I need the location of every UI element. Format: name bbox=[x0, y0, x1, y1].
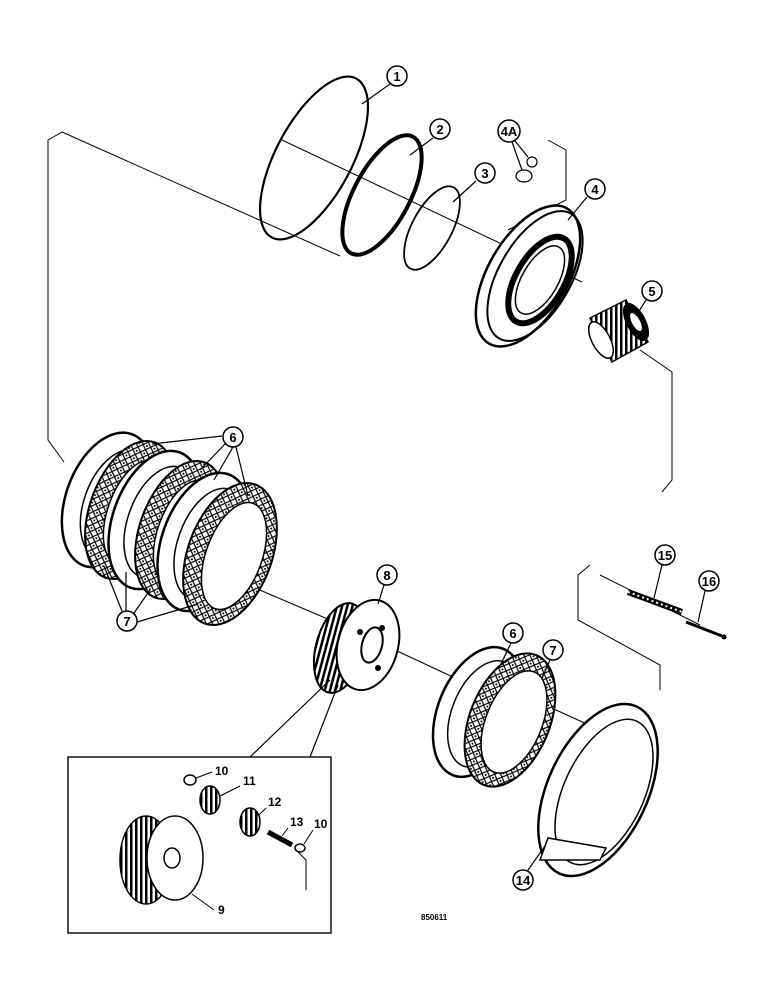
callout-2: 2 bbox=[409, 118, 451, 156]
svg-text:5: 5 bbox=[648, 284, 655, 299]
inset-labels: 10 11 12 13 10 9 bbox=[191, 764, 328, 917]
seal-ring-2 bbox=[340, 133, 424, 257]
center-line-clutch bbox=[254, 587, 331, 621]
callout-6-right: 6 bbox=[499, 622, 524, 667]
callout-6-left: 6 bbox=[151, 426, 249, 497]
carrier-assembly-8 bbox=[312, 598, 401, 694]
clutch-pack-left bbox=[60, 431, 278, 627]
inset-label-13: 13 bbox=[290, 815, 304, 829]
callout-7-left: 7 bbox=[103, 565, 199, 632]
clutch-pack-right bbox=[431, 645, 557, 788]
callout-15: 15 bbox=[653, 544, 676, 599]
inset-label-9: 9 bbox=[218, 903, 225, 917]
svg-text:3: 3 bbox=[481, 166, 488, 181]
spring-15 bbox=[626, 589, 684, 615]
svg-text:2: 2 bbox=[436, 122, 443, 137]
assembly-outline-diag bbox=[61, 131, 341, 257]
inset-label-10-bottom: 10 bbox=[314, 817, 328, 831]
callouts: 1 2 3 4A 4 5 bbox=[103, 65, 720, 891]
callout-4: 4 bbox=[567, 178, 606, 221]
svg-text:7: 7 bbox=[123, 614, 130, 629]
assembly-outline bbox=[47, 131, 65, 463]
piston-4 bbox=[474, 204, 584, 348]
detail-inset-frame bbox=[67, 756, 332, 934]
callout-1: 1 bbox=[361, 65, 408, 105]
svg-text:14: 14 bbox=[516, 873, 531, 888]
svg-text:6: 6 bbox=[229, 430, 236, 445]
svg-text:7: 7 bbox=[549, 643, 556, 658]
svg-text:4: 4 bbox=[591, 182, 599, 197]
svg-text:15: 15 bbox=[658, 548, 672, 563]
inset-parts bbox=[119, 774, 307, 905]
drum-outline-line bbox=[577, 564, 661, 690]
svg-text:8: 8 bbox=[383, 568, 390, 583]
inset-label-10-top: 10 bbox=[215, 764, 229, 778]
seal-ring-3 bbox=[403, 185, 461, 271]
pin-16 bbox=[685, 620, 727, 640]
clutch-drum-14 bbox=[537, 702, 659, 878]
callout-14: 14 bbox=[512, 845, 546, 891]
inset-label-12: 12 bbox=[268, 795, 282, 809]
splined-sleeve-5 bbox=[587, 299, 650, 364]
svg-text:1: 1 bbox=[393, 69, 400, 84]
inset-leader-left bbox=[249, 679, 331, 758]
svg-text:6: 6 bbox=[509, 626, 516, 641]
svg-text:4A: 4A bbox=[501, 124, 518, 139]
svg-text:16: 16 bbox=[702, 574, 716, 589]
callout-16: 16 bbox=[697, 570, 720, 623]
callout-3: 3 bbox=[452, 162, 496, 203]
assembly-outline-right bbox=[639, 349, 673, 493]
figure-number: 850611 bbox=[421, 913, 448, 922]
inset-leader-right bbox=[309, 684, 339, 758]
inset-label-11: 11 bbox=[243, 774, 256, 788]
callout-7-right: 7 bbox=[541, 639, 564, 679]
seal-ring-1 bbox=[258, 75, 370, 241]
callout-8: 8 bbox=[376, 564, 398, 605]
callout-5: 5 bbox=[635, 280, 663, 317]
callout-4a: 4A bbox=[497, 119, 529, 171]
